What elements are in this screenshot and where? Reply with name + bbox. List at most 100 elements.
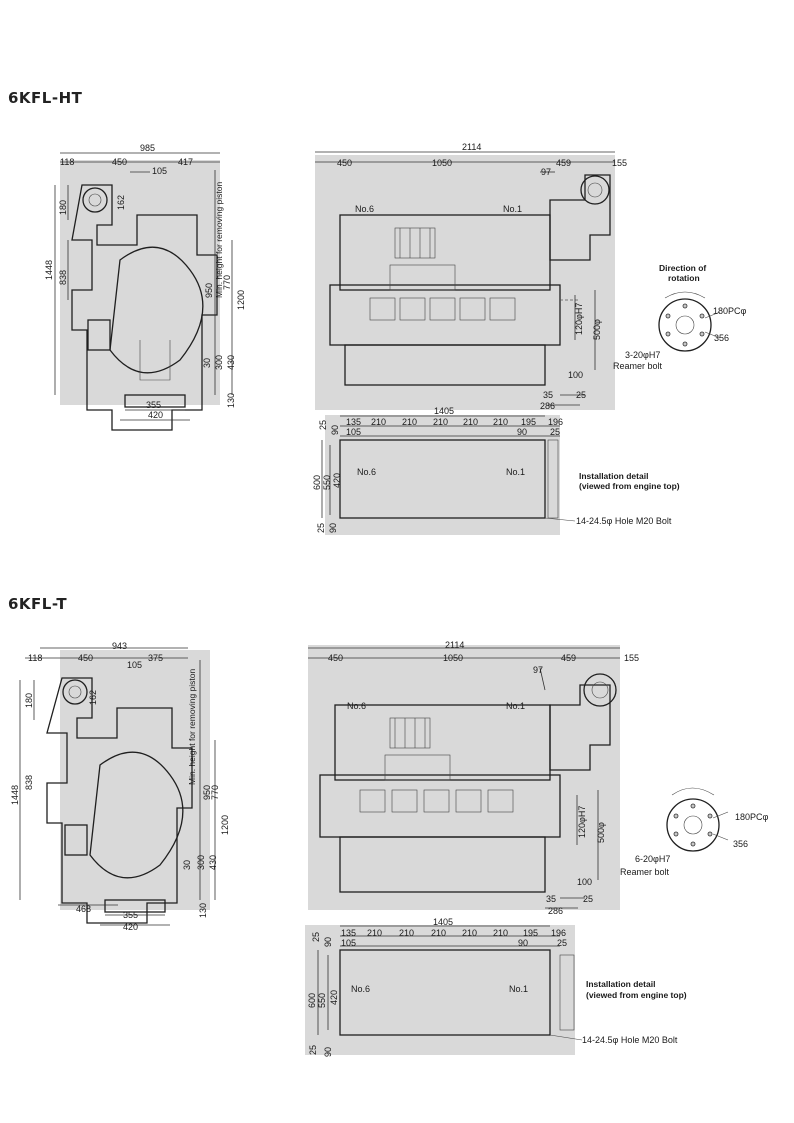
piston-height-label: Min. height for removing piston xyxy=(187,669,197,785)
install-detail-2: 1405 135 210 210 210 210 210 195 196 105… xyxy=(305,917,687,1057)
dim-label: 135 xyxy=(346,417,361,427)
dim-label: 100 xyxy=(568,370,583,380)
hole-label: 14-24.5φ Hole M20 Bolt xyxy=(582,1035,678,1045)
side-view-2: 943 118 450 375 105 180 162 1448 838 950… xyxy=(10,641,230,932)
section-title-6kfl-ht: 6KFL-HT xyxy=(8,89,83,107)
dim-label: 950 xyxy=(202,785,212,800)
install-caption: (viewed from engine top) xyxy=(586,990,687,1000)
rotation-title: rotation xyxy=(668,273,700,283)
dim-label: 550 xyxy=(317,993,327,1008)
dim-label: 90 xyxy=(517,427,527,437)
install-detail-1: 1405 135 210 210 210 210 210 195 196 105… xyxy=(312,406,680,535)
dim-label: 2114 xyxy=(445,640,464,650)
dim-label: 25 xyxy=(557,938,567,948)
dim-label: 838 xyxy=(58,270,68,285)
dim-label: 210 xyxy=(367,928,382,938)
pcd-label: 180PCφ xyxy=(713,306,747,316)
bolt-label: Reamer bolt xyxy=(620,867,670,877)
dim-label: 100 xyxy=(577,877,592,887)
dim-label: 30 xyxy=(182,860,192,870)
dim-label: 130 xyxy=(226,393,236,408)
install-caption: Installation detail xyxy=(579,471,648,481)
install-caption: (viewed from engine top) xyxy=(579,481,680,491)
dim-label: 210 xyxy=(463,417,478,427)
dim-label: 770 xyxy=(210,785,220,800)
dim-label: 355 xyxy=(146,400,161,410)
dim-label: 30 xyxy=(202,358,212,368)
dim-label: 196 xyxy=(548,417,563,427)
install-caption: Installation detail xyxy=(586,979,655,989)
dim-label: 90 xyxy=(323,937,333,947)
section-title-6kfl-t: 6KFL-T xyxy=(8,595,68,613)
cylinder-label: No.1 xyxy=(509,984,528,994)
dim-label: 450 xyxy=(337,158,352,168)
dim-label: 120φH7 xyxy=(574,303,584,335)
dim-label: 180 xyxy=(58,200,68,215)
dim-label: 420 xyxy=(123,922,138,932)
dim-label: 355 xyxy=(123,910,138,920)
dim-label: 105 xyxy=(346,427,361,437)
piston-height-label: Min. height for removing piston xyxy=(214,182,224,298)
hole-label: 14-24.5φ Hole M20 Bolt xyxy=(576,516,672,526)
dim-label: 430 xyxy=(208,855,218,870)
dim-label: 35 xyxy=(546,894,556,904)
dim-label: 180 xyxy=(24,693,34,708)
dim-label: 500φ xyxy=(592,319,602,340)
dim-label: 2114 xyxy=(462,142,481,152)
rotation-title: Direction of xyxy=(659,263,706,273)
dim-label: 210 xyxy=(399,928,414,938)
dim-label: 210 xyxy=(433,417,448,427)
cylinder-label: No.1 xyxy=(503,204,522,214)
dim-label: 450 xyxy=(328,653,343,663)
dim-label: 375 xyxy=(148,653,163,663)
dim-label: 950 xyxy=(204,283,214,298)
dim-label: 468 xyxy=(76,904,91,914)
dim-label: 420 xyxy=(329,990,339,1005)
dim-label: 985 xyxy=(140,143,155,153)
dim-label: 420 xyxy=(332,473,342,488)
dim-label: 155 xyxy=(612,158,627,168)
dim-label: 162 xyxy=(88,690,98,705)
dim-label: 943 xyxy=(112,641,127,651)
dim-label: 118 xyxy=(60,157,74,167)
dim-label: 1050 xyxy=(443,653,463,663)
cylinder-label: No.1 xyxy=(506,701,525,711)
dim-label: 210 xyxy=(371,417,386,427)
dim-label: 105 xyxy=(152,166,167,176)
dim-label: 1405 xyxy=(434,406,454,416)
dia-label: 356 xyxy=(733,839,748,849)
side-view-1: 985 118 450 417 105 180 162 1448 838 950… xyxy=(44,143,246,431)
bolt-label: 6-20φH7 xyxy=(635,854,670,864)
dim-label: 135 xyxy=(341,928,356,938)
dim-label: 430 xyxy=(226,355,236,370)
dim-label: 1448 xyxy=(10,785,20,805)
dim-label: 25 xyxy=(311,932,321,942)
dim-label: 459 xyxy=(556,158,571,168)
dim-label: 417 xyxy=(178,157,193,167)
dim-label: 120φH7 xyxy=(577,806,587,838)
dim-label: 210 xyxy=(493,417,508,427)
dim-label: 600 xyxy=(307,993,317,1008)
dim-label: 118 xyxy=(28,653,42,663)
dim-label: 90 xyxy=(330,425,340,435)
dim-label: 196 xyxy=(551,928,566,938)
dim-label: 25 xyxy=(576,390,586,400)
dia-label: 356 xyxy=(714,333,729,343)
dim-label: 210 xyxy=(431,928,446,938)
dim-label: 1405 xyxy=(433,917,453,927)
dim-label: 1448 xyxy=(44,260,54,280)
front-view-2: 2114 450 1050 459 155 97 120φH7 500φ 100… xyxy=(308,640,639,916)
dim-label: 25 xyxy=(308,1045,318,1055)
dim-label: 600 xyxy=(312,475,322,490)
dim-label: 90 xyxy=(323,1047,333,1057)
dim-label: 550 xyxy=(322,475,332,490)
dim-label: 210 xyxy=(493,928,508,938)
bolt-label: Reamer bolt xyxy=(613,361,663,371)
rotation-detail-2: 180PCφ 356 6-20φH7 Reamer bolt xyxy=(620,787,769,877)
dim-label: 195 xyxy=(523,928,538,938)
dim-label: 1200 xyxy=(236,290,246,310)
dim-label: 25 xyxy=(318,420,328,430)
dim-label: 420 xyxy=(148,410,163,420)
dim-label: 286 xyxy=(548,906,563,916)
dim-label: 459 xyxy=(561,653,576,663)
